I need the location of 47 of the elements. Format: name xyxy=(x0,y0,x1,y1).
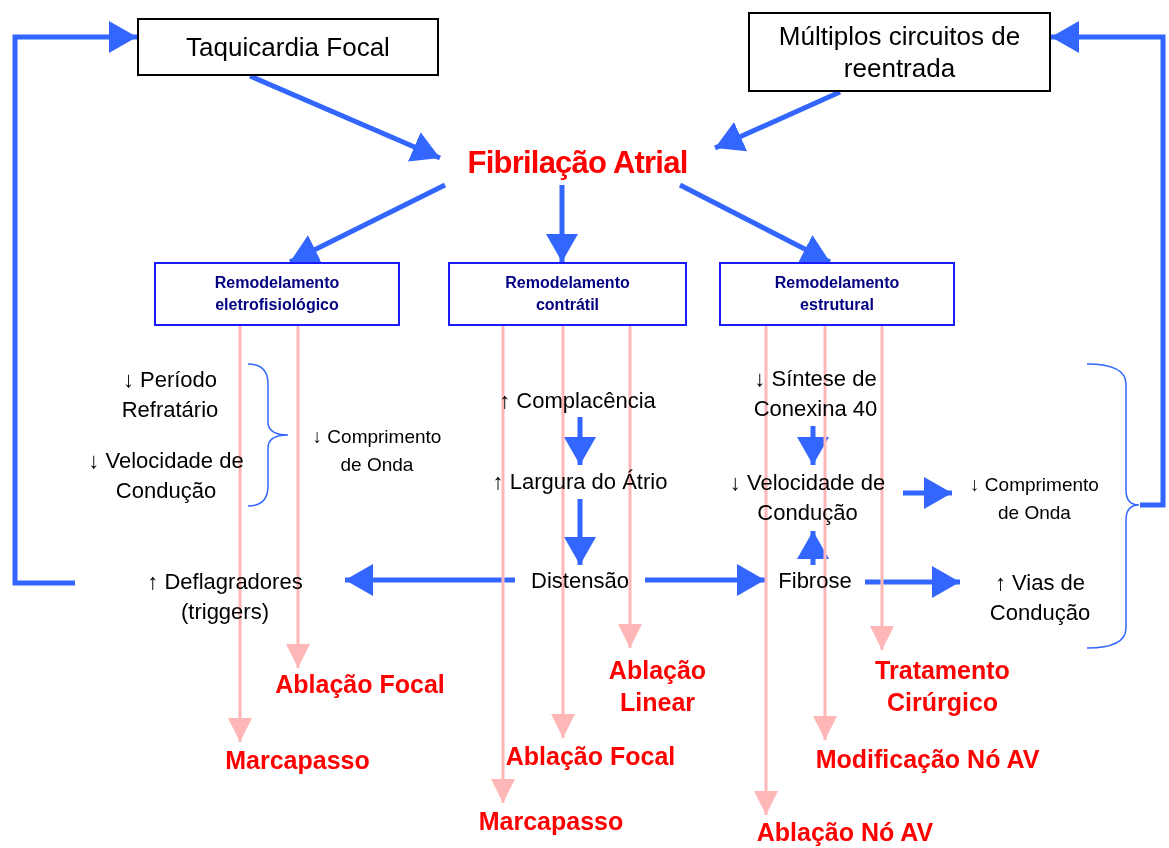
process-box: Múltiplos circuitos de reentrada xyxy=(748,12,1051,92)
arrow xyxy=(228,326,252,742)
category-box: Remodelamento contrátil xyxy=(448,262,687,326)
arrow xyxy=(564,417,596,465)
arrow xyxy=(345,564,515,596)
arrow xyxy=(797,426,829,465)
arrow xyxy=(12,21,137,586)
treatment-label: Tratamento Cirúrgico xyxy=(874,655,1011,718)
factor-text: Distensão xyxy=(531,567,629,595)
arrow xyxy=(1051,21,1166,508)
factor-text: ↓ Síntese de Conexina 40 xyxy=(752,365,879,423)
arrow xyxy=(286,326,310,668)
arrow xyxy=(865,566,960,598)
category-box: Remodelamento estrutural xyxy=(719,262,955,326)
factor-text: ↓ Comprimento de Onda xyxy=(969,473,1100,525)
central-title: Fibrilação Atrial xyxy=(467,144,688,181)
arrow xyxy=(551,326,575,738)
factor-text: Fibrose xyxy=(778,567,852,595)
arrow xyxy=(797,531,829,565)
treatment-label: Marcapasso xyxy=(478,806,624,837)
arrow xyxy=(564,499,596,565)
arrow xyxy=(754,326,778,815)
arrow xyxy=(678,182,832,265)
factor-text: ↑ Vias de Condução xyxy=(988,569,1092,627)
factor-text: ↓ Comprimento de Onda xyxy=(311,425,443,477)
process-box: Taquicardia Focal xyxy=(137,18,439,76)
factor-text: ↑ Deflagradores (triggers) xyxy=(146,568,304,626)
treatment-label: Ablação Focal xyxy=(275,669,445,700)
category-box: Remodelamento eletrofisiológico xyxy=(154,262,400,326)
arrow xyxy=(645,564,765,596)
arrow xyxy=(813,326,837,740)
treatment-label: Marcapasso xyxy=(225,745,370,776)
treatment-label: Ablação Nó AV xyxy=(756,816,934,848)
factor-text: ↑ Largura do Átrio xyxy=(492,468,668,496)
arrow xyxy=(870,326,894,650)
factor-text: ↓ Velocidade de Condução xyxy=(87,447,245,505)
treatment-label: Ablação Linear xyxy=(607,655,708,718)
treatment-label: Modificação Nó AV xyxy=(815,744,1040,775)
factor-text: ↑ Complacência xyxy=(499,387,656,415)
arrow xyxy=(903,477,952,509)
arrow xyxy=(618,326,642,648)
factor-text: ↓ Período Refratário xyxy=(120,366,220,424)
factor-text: ↓ Velocidade de Condução xyxy=(728,469,887,527)
arrow xyxy=(288,182,447,265)
arrow xyxy=(491,326,515,803)
arrow xyxy=(546,185,578,262)
treatment-label: Ablação Focal xyxy=(505,741,676,772)
